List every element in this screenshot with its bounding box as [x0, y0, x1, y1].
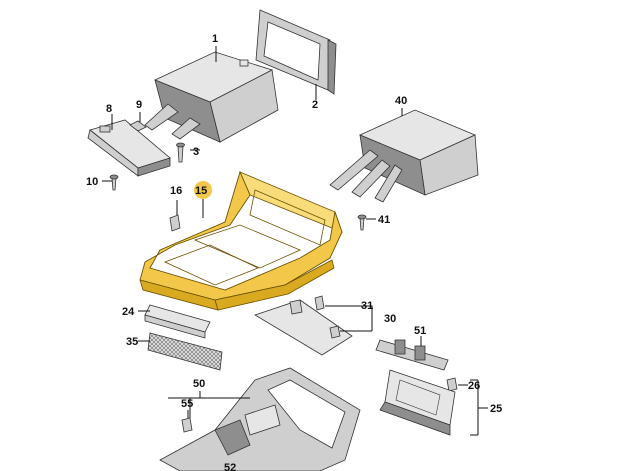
part-35-mesh	[147, 332, 223, 371]
part-8-bracket	[87, 119, 171, 177]
part-50-lower-frame	[159, 367, 361, 471]
callout-25: 25	[490, 403, 502, 415]
callout-30: 30	[384, 313, 396, 325]
part-51-connector	[375, 339, 449, 371]
callout-10: 10	[86, 176, 98, 188]
part-40-housing	[329, 109, 479, 203]
callout-16: 16	[170, 185, 182, 197]
callout-41: 41	[378, 214, 390, 226]
part-41-screw	[357, 214, 367, 231]
callout-26: 26	[468, 380, 480, 392]
part-26-clip	[446, 377, 458, 392]
part-25-control-unit	[379, 369, 456, 436]
callout-40: 40	[395, 95, 407, 107]
part-1-housing	[144, 51, 279, 143]
callout-8: 8	[106, 103, 112, 115]
callout-2: 2	[312, 99, 318, 111]
part-2-frame	[255, 9, 337, 95]
callout-55: 55	[181, 398, 193, 410]
part-16-clip	[169, 214, 181, 232]
leader-lines	[102, 46, 488, 436]
callout-35: 35	[126, 336, 138, 348]
part-15-console-highlighted	[139, 170, 343, 311]
callout-31: 31	[361, 300, 373, 312]
callout-15-highlight	[194, 181, 212, 199]
part-3-screw	[176, 142, 185, 163]
callout-3: 3	[193, 146, 199, 158]
callout-50: 50	[193, 378, 205, 390]
part-55-clip	[181, 417, 193, 433]
callout-51: 51	[414, 325, 426, 337]
part-9-clip	[129, 120, 147, 132]
callout-24: 24	[122, 306, 135, 318]
part-10-screw	[109, 174, 119, 191]
callout-1: 1	[212, 33, 218, 45]
callout-52: 52	[224, 462, 236, 471]
part-24-grille	[144, 304, 211, 339]
part-30-panel	[254, 295, 353, 356]
callout-9: 9	[136, 99, 142, 111]
callout-15: 15	[195, 185, 207, 197]
